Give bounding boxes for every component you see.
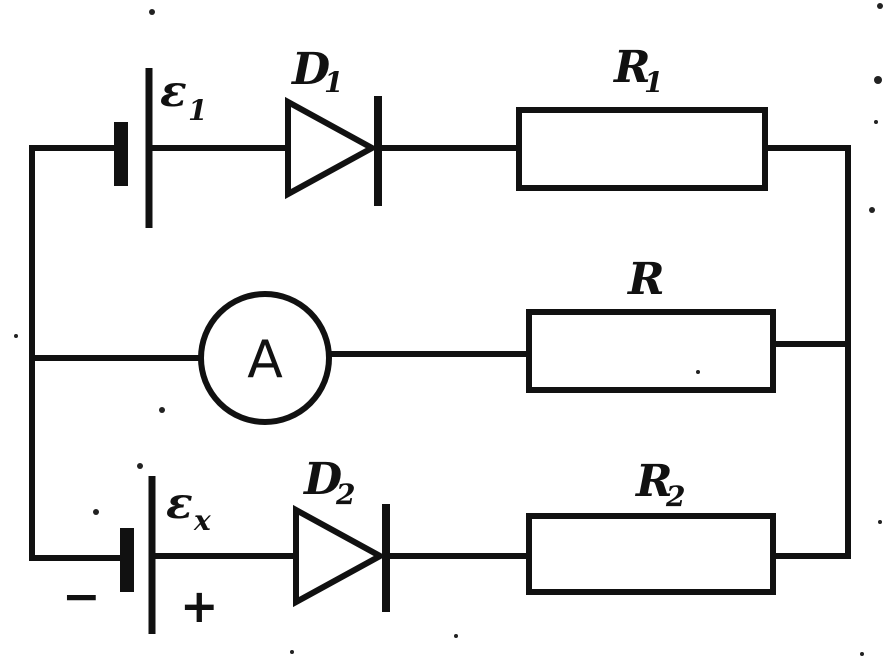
ammeter: A [198, 291, 332, 425]
resistor-r1-body [516, 107, 768, 191]
scan-speck [877, 3, 883, 9]
diode-d2-label: D [302, 454, 342, 505]
resistor-r2-subscript: 2 [665, 480, 685, 513]
scan-speck [874, 76, 882, 84]
resistor-r2: R 2 [526, 456, 776, 595]
scan-speck [137, 463, 143, 469]
diode-d2-triangle [293, 504, 387, 608]
ammeter-circle [198, 291, 332, 425]
battery-e1-label: ε [160, 66, 187, 117]
resistor-r2-body [526, 513, 776, 595]
scan-speck [159, 407, 165, 413]
battery-ex: ε x − + [62, 476, 219, 634]
resistor-r: R [526, 254, 776, 393]
scan-speck [869, 207, 875, 213]
scan-speck [290, 650, 294, 654]
diode-d2-subscript: 2 [335, 478, 355, 511]
ammeter-label: A [247, 330, 283, 390]
resistor-r1-label: R [612, 42, 651, 93]
battery-ex-minus-sign: − [62, 569, 101, 623]
diode-d1-triangle [285, 96, 379, 200]
diode-d1-subscript: 1 [324, 66, 343, 99]
battery-e1-subscript: 1 [188, 94, 207, 127]
wires [29, 145, 851, 561]
scan-speck [93, 509, 99, 515]
diode-d2: D 2 [293, 454, 390, 612]
diode-d1-label: D [290, 44, 330, 95]
scan-speck [149, 9, 155, 15]
battery-ex-subscript: x [193, 504, 211, 537]
battery-e1: ε 1 [114, 66, 207, 228]
resistor-r1-subscript: 1 [644, 66, 663, 99]
battery-ex-label: ε [166, 478, 193, 529]
scan-speck [14, 334, 18, 338]
battery-ex-plus-sign: + [180, 579, 219, 633]
scan-speck [878, 520, 882, 524]
scan-speck [696, 370, 700, 374]
resistor-r2-label: R [634, 456, 673, 507]
resistor-r-body [526, 309, 776, 393]
resistor-r1: R 1 [516, 42, 768, 191]
diode-d1: D 1 [285, 44, 382, 206]
scan-speck [454, 634, 458, 638]
resistor-r-label: R [626, 254, 665, 305]
scan-noise [14, 3, 883, 656]
scan-speck [874, 120, 878, 124]
scan-speck [860, 652, 864, 656]
